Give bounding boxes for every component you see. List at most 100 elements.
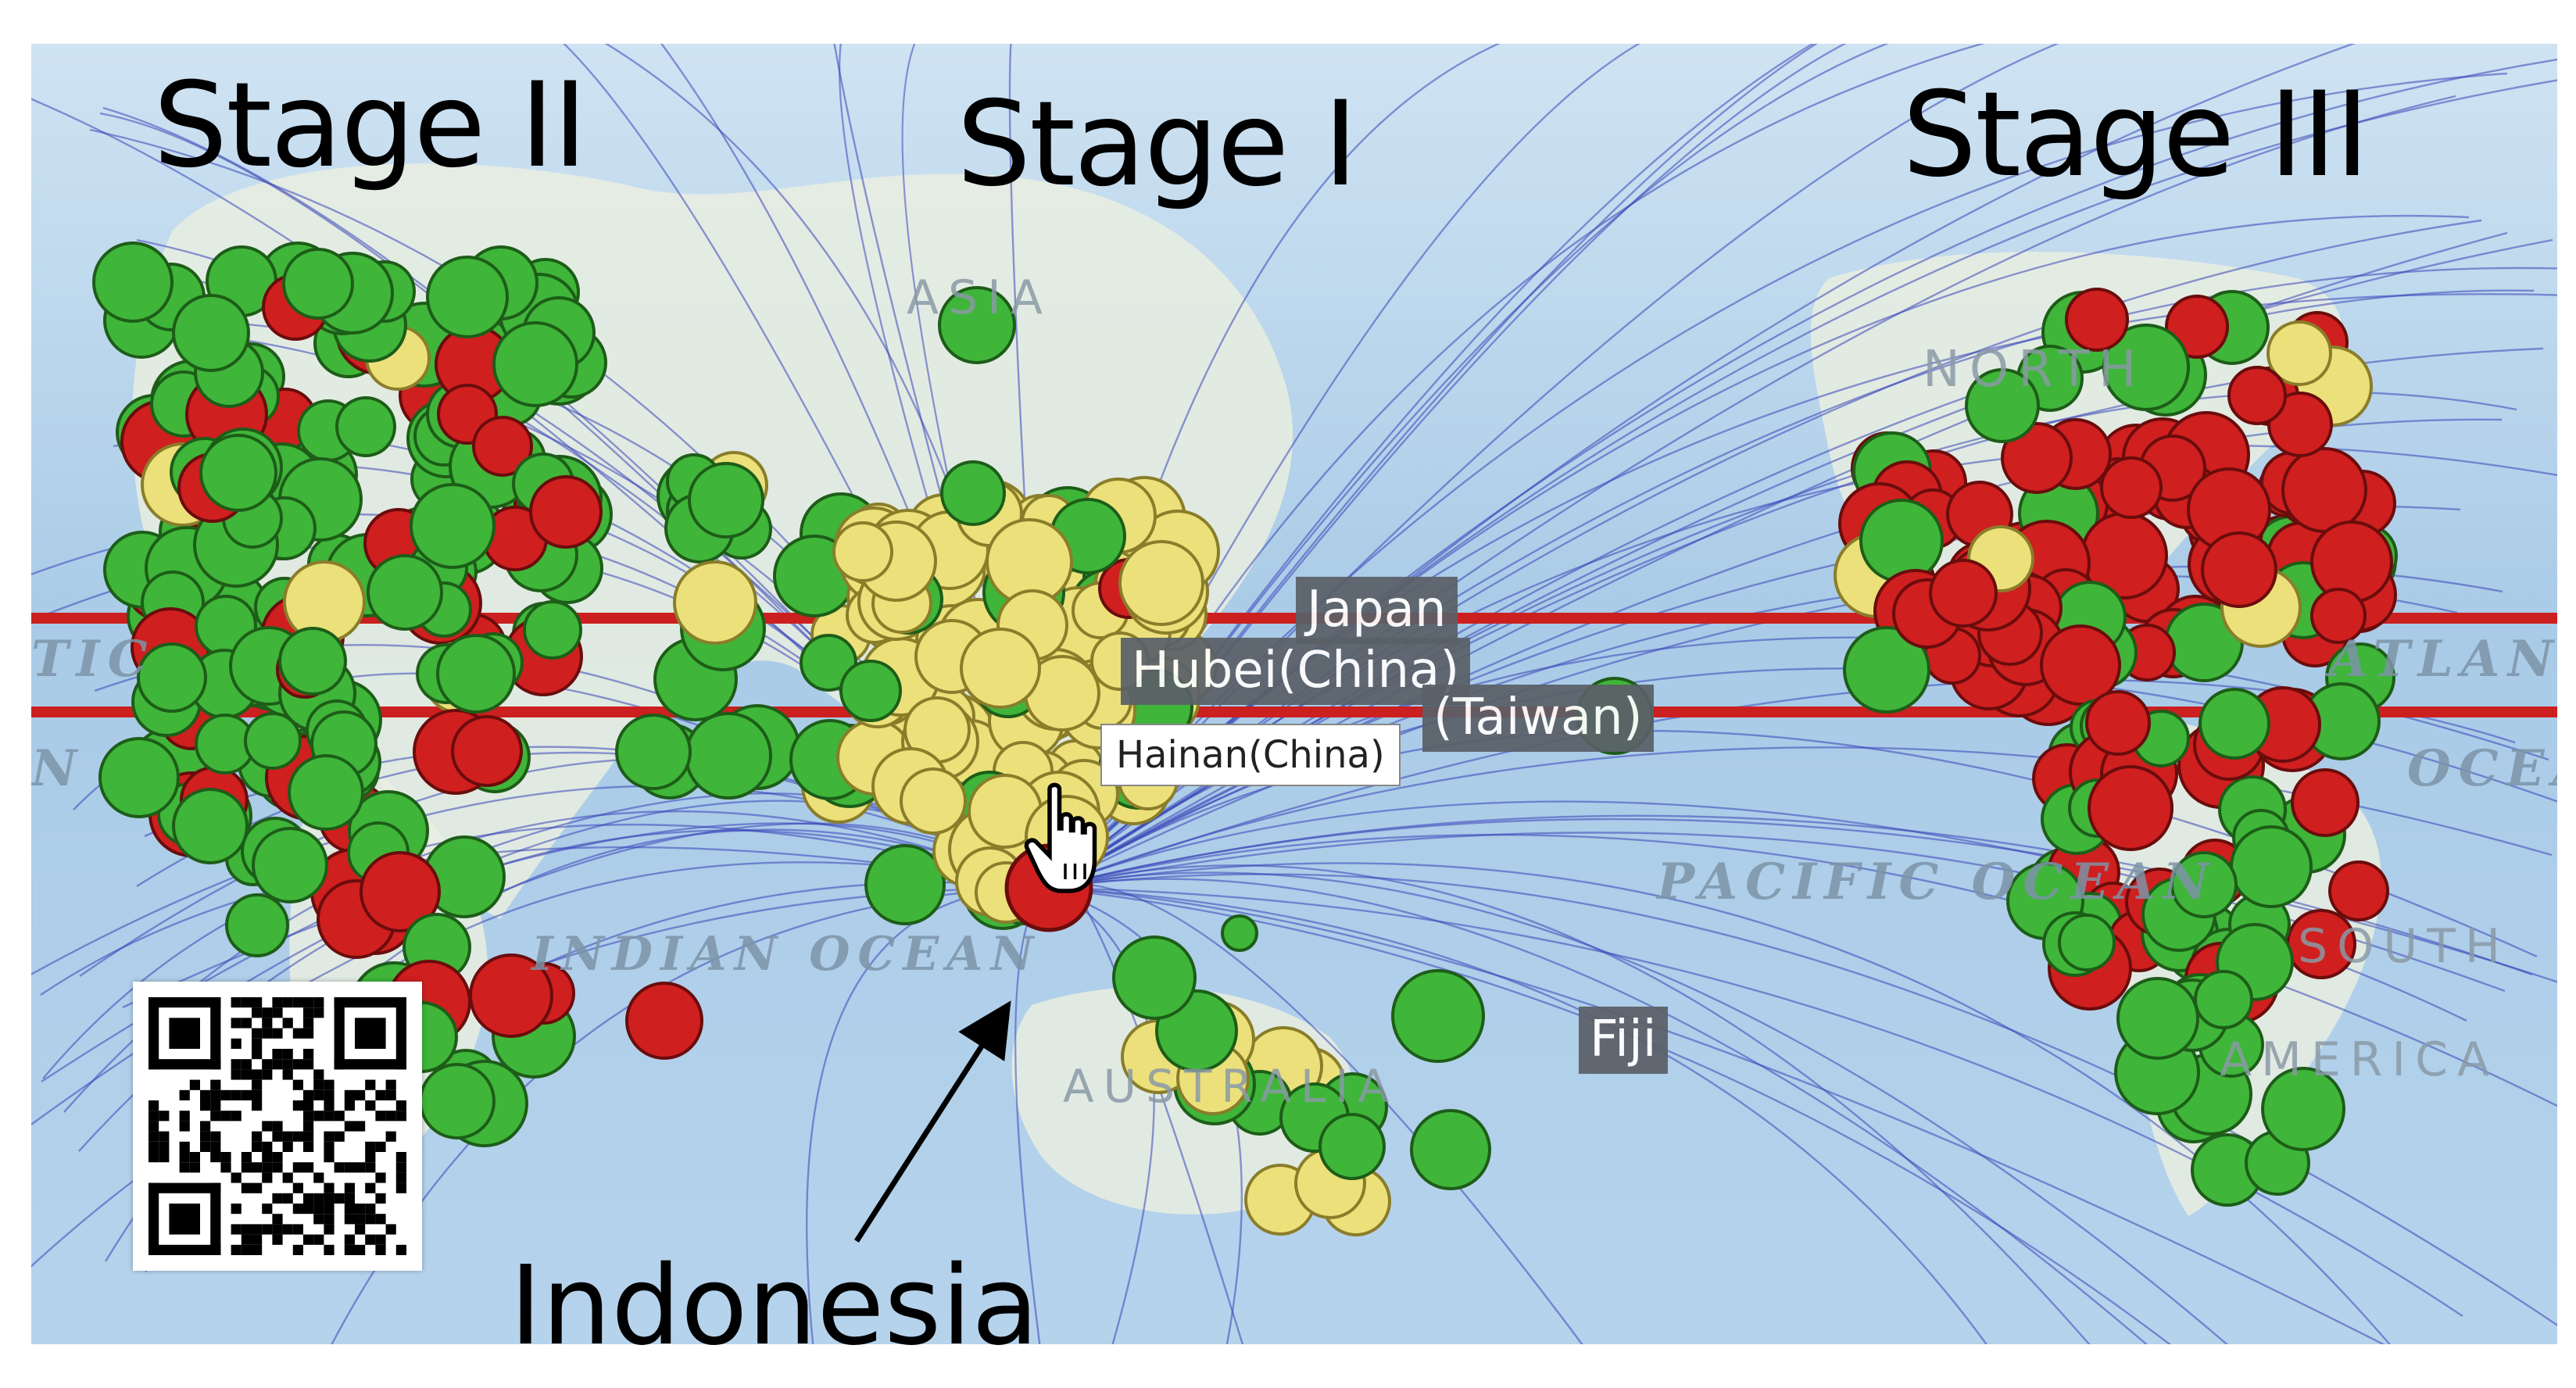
qr-module	[210, 1089, 221, 1100]
case-marker-stage2	[469, 953, 553, 1038]
qr-module	[241, 1089, 252, 1100]
qr-module	[252, 1182, 263, 1193]
case-marker-stage3	[2088, 765, 2174, 851]
qr-module	[313, 1172, 324, 1183]
case-marker-stage3	[2267, 320, 2332, 386]
qr-module	[303, 1049, 314, 1060]
qr-module	[375, 1244, 386, 1255]
qr-module	[313, 1111, 324, 1121]
qr-module	[313, 1069, 324, 1080]
qr-module	[313, 1089, 324, 1100]
qr-module	[262, 1224, 273, 1235]
qr-module	[272, 1152, 283, 1163]
qr-module	[303, 1193, 314, 1204]
qr-module	[262, 1152, 273, 1163]
qr-module	[282, 1018, 293, 1028]
tooltip-hainan: Hainan(China)	[1100, 724, 1401, 786]
case-marker-stage1	[673, 560, 757, 645]
qr-module	[355, 1214, 366, 1225]
qr-code-icon[interactable]	[133, 982, 422, 1271]
route-line	[1046, 862, 2392, 1344]
case-marker-australia	[1318, 1113, 1386, 1180]
qr-module	[355, 1018, 386, 1049]
qr-module	[395, 1100, 406, 1111]
qr-module	[169, 1018, 200, 1049]
qr-module	[189, 1152, 200, 1163]
qr-module	[355, 1224, 366, 1235]
qr-module	[252, 1100, 263, 1111]
qr-module	[324, 1131, 335, 1142]
qr-module	[231, 1172, 242, 1183]
case-marker-stage3	[2170, 851, 2238, 918]
case-marker-stage2	[278, 627, 347, 696]
qr-module	[375, 1089, 386, 1100]
qr-module	[231, 1018, 242, 1028]
qr-module	[324, 1100, 335, 1111]
qr-module	[241, 1069, 252, 1080]
qr-module	[303, 1204, 314, 1214]
qr-module	[241, 1152, 252, 1163]
route-line	[1046, 873, 2557, 1327]
qr-module	[292, 1059, 303, 1070]
qr-module	[365, 1152, 376, 1163]
case-marker-stage2	[225, 893, 289, 957]
qr-module	[324, 1224, 335, 1235]
qr-module	[272, 997, 283, 1008]
qr-module	[303, 1141, 314, 1152]
qr-module	[344, 1244, 355, 1255]
qr-module	[334, 1059, 406, 1070]
qr-module	[252, 1079, 263, 1090]
qr-module	[262, 1028, 273, 1039]
qr-module	[241, 1224, 252, 1235]
case-marker-stage1	[1118, 540, 1204, 626]
place-tag-fiji: Fiji	[1579, 1007, 1668, 1074]
qr-module	[303, 1111, 314, 1121]
qr-module	[231, 1244, 242, 1255]
land-label-america: AMERICA	[2220, 1032, 2499, 1087]
qr-module	[210, 1182, 221, 1255]
qr-module	[272, 1224, 283, 1235]
ocean-label-pacific: PACIFIC OCEAN	[1657, 853, 2217, 911]
case-marker-stage3	[1859, 499, 1944, 583]
qr-module	[231, 1204, 242, 1214]
qr-module	[365, 1079, 376, 1090]
qr-module	[210, 1141, 221, 1152]
qr-module	[189, 1162, 200, 1173]
qr-module	[148, 1141, 159, 1152]
qr-module	[313, 1079, 324, 1090]
qr-module	[282, 1193, 293, 1204]
qr-module	[179, 1089, 190, 1100]
place-tag-japan: Japan	[1296, 577, 1458, 644]
case-marker-stage2	[282, 248, 354, 320]
qr-module	[220, 1152, 231, 1163]
indonesia-annotation: Indonesia	[510, 1243, 1039, 1370]
qr-module	[272, 1193, 283, 1204]
qr-module	[334, 1162, 345, 1173]
qr-module	[375, 1234, 386, 1245]
qr-module	[200, 1141, 211, 1152]
qr-module	[200, 1121, 211, 1132]
qr-module	[355, 1204, 366, 1214]
qr-module	[303, 1018, 314, 1028]
qr-module	[375, 1111, 386, 1121]
qr-module	[344, 1193, 355, 1204]
route-line	[1046, 883, 1583, 1344]
qr-module	[210, 1111, 221, 1121]
qr-module	[252, 1028, 263, 1039]
qr-module	[395, 1182, 406, 1193]
qr-module	[375, 1193, 386, 1204]
qr-module	[303, 1100, 314, 1111]
case-marker-stage1	[940, 460, 1006, 526]
land-label-australia: AUSTRALIA	[1063, 1060, 1399, 1113]
case-marker-australia	[1221, 914, 1258, 952]
qr-module	[313, 1007, 324, 1018]
stage-2-label: Stage II	[153, 58, 588, 194]
qr-module	[272, 1028, 283, 1039]
qr-module	[200, 1100, 211, 1111]
case-marker-stage2	[199, 434, 277, 512]
qr-module	[365, 1234, 376, 1245]
qr-module	[292, 1224, 303, 1235]
qr-module	[262, 1121, 273, 1132]
case-marker-stage1	[938, 286, 1016, 364]
